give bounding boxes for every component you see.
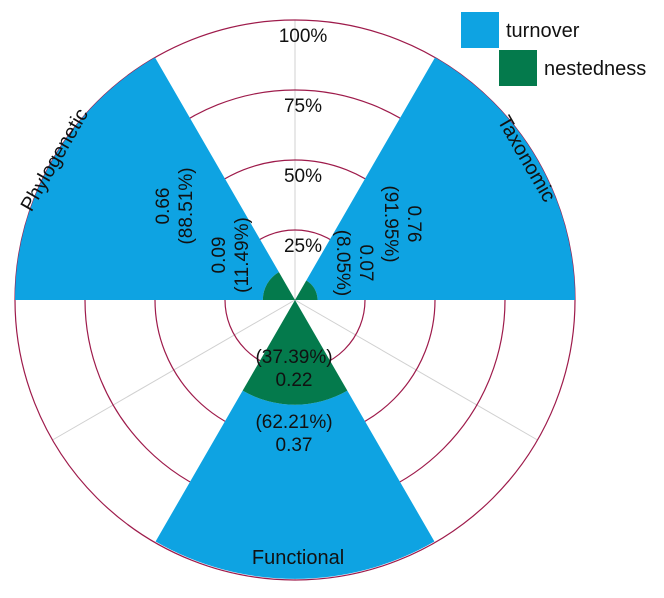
- nestedness-wedge-taxonomic: [295, 280, 318, 300]
- turnover-wedge-phylogenetic: [15, 57, 279, 301]
- radial-tick-label: 50%: [284, 166, 322, 187]
- radial-tick-label: 25%: [284, 236, 322, 257]
- value-label-line: (91.95%): [380, 185, 401, 262]
- category-label-functional: Functional: [252, 547, 344, 569]
- value-label-functional-nestedness: (37.39%)0.22: [255, 347, 332, 391]
- legend-label-turnover: turnover: [506, 20, 580, 42]
- value-label-line: 0.66: [153, 188, 174, 225]
- nestedness-wedge-phylogenetic: [262, 272, 295, 300]
- value-label-functional-turnover: (62.21%)0.37: [255, 412, 332, 456]
- legend-label-nestedness: nestedness: [544, 58, 646, 80]
- turnover-wedge-functional: [155, 390, 435, 579]
- data-wedges: [15, 57, 575, 579]
- value-label-line: 0.22: [276, 370, 313, 391]
- legend-swatch-nestedness: [499, 50, 537, 86]
- turnover-wedge-taxonomic: [306, 57, 575, 301]
- legend: turnover nestedness: [461, 12, 646, 86]
- value-label-line: (62.21%): [255, 412, 332, 433]
- value-label-phylogenetic-nestedness: 0.09(11.49%): [209, 217, 253, 293]
- value-label-line: (11.49%): [232, 217, 253, 293]
- nestedness-wedge-functional: [242, 300, 348, 405]
- legend-swatch-turnover: [461, 12, 499, 48]
- value-label-line: 0.37: [276, 435, 313, 456]
- value-label-line: 0.07: [355, 245, 376, 282]
- value-label-line: (37.39%): [255, 347, 332, 368]
- value-label-taxonomic-turnover: 0.76(91.95%): [380, 185, 424, 262]
- radial-tick-label: 75%: [284, 96, 322, 117]
- radial-tick-labels: 25% 50% 75% 100%: [279, 26, 328, 257]
- value-label-line: 0.76: [403, 206, 424, 243]
- value-label-phylogenetic-turnover: 0.66(88.51%): [153, 167, 197, 244]
- value-label-taxonomic-nestedness: 0.07(8.05%): [332, 230, 376, 297]
- value-label-line: (8.05%): [332, 230, 353, 297]
- value-label-line: 0.09: [209, 237, 230, 274]
- value-labels: 0.66(88.51%) 0.09(11.49%) 0.76(91.95%)0.07…: [153, 167, 424, 456]
- radial-tick-label: 100%: [279, 26, 328, 47]
- value-label-line: (88.51%): [176, 167, 197, 244]
